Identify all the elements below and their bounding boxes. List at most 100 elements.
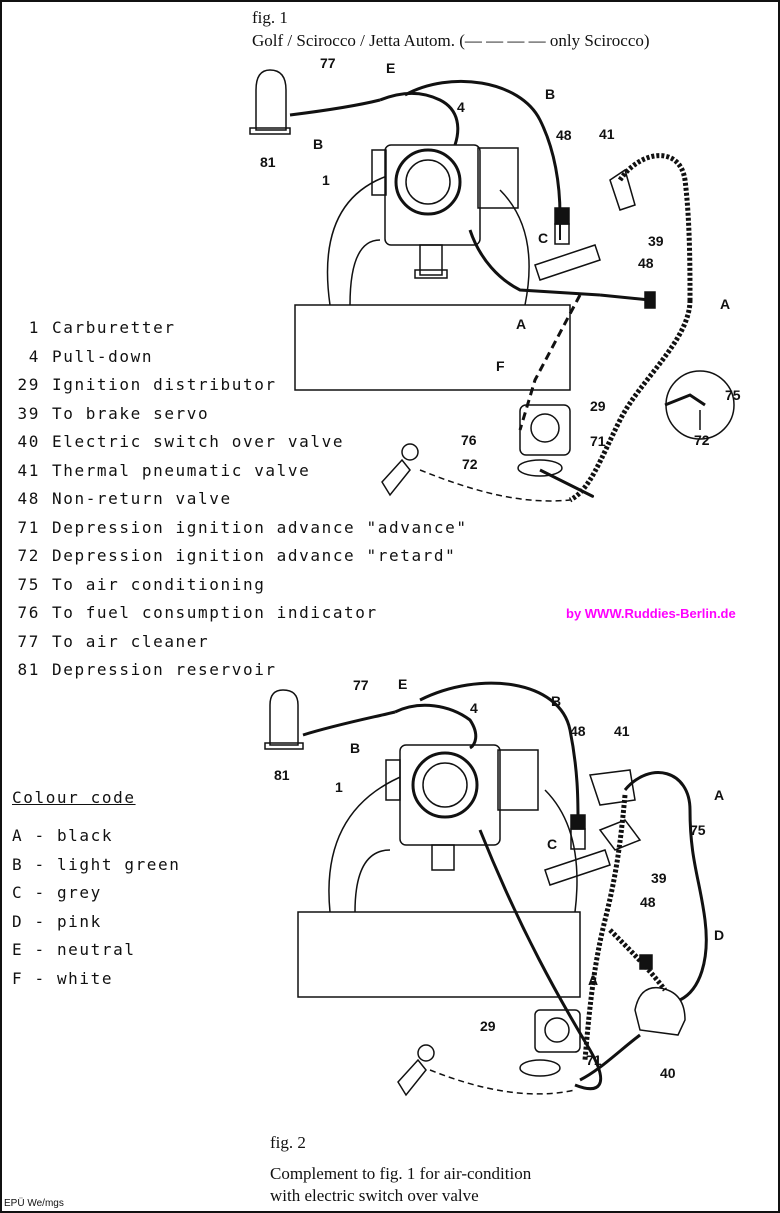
fig2-callout-B2: B: [350, 740, 361, 756]
legend-number: 1: [28, 318, 40, 337]
colour-code-key: A: [12, 826, 24, 845]
legend-text: Non-return valve: [52, 489, 232, 508]
legend-number: 72: [17, 546, 40, 565]
colour-code-text: grey: [56, 883, 102, 902]
fig2-callout-B1: B: [551, 693, 562, 709]
fig1-callout-4: 4: [457, 99, 465, 115]
legend-number: 39: [17, 403, 40, 423]
colour-code-key: F: [12, 968, 24, 988]
colour-code-separator: -: [23, 826, 57, 845]
colour-code-text: pink: [56, 911, 102, 931]
fig2-callout-41: 41: [614, 723, 630, 739]
legend-text: To air conditioning: [52, 574, 266, 594]
legend-number: 29: [17, 375, 40, 394]
legend-text: Depression ignition advance "advance": [52, 517, 468, 537]
fig1-callout-48: 48: [556, 127, 572, 143]
legend-text: To fuel consumption indicator: [52, 603, 378, 622]
fig1-callout-71: 71: [590, 433, 606, 449]
fig2-callout-D: D: [714, 927, 725, 943]
legend-number: 75: [17, 574, 40, 594]
fig1-callout-C: C: [538, 230, 549, 246]
fig2-caption-line2: with electric switch over valve: [270, 1186, 479, 1205]
fig1-label: fig. 1: [252, 8, 288, 27]
colour-code-key: B: [12, 854, 24, 874]
legend-text: Pull-down: [52, 346, 154, 366]
fig2-callout-71: 71: [586, 1052, 602, 1068]
colour-code-separator: -: [23, 854, 57, 874]
legend-item: 41 Thermal pneumatic valve: [12, 461, 310, 480]
fig2-callout-81: 81: [274, 767, 290, 783]
legend-number: 40: [17, 432, 40, 451]
footer-ref: EPÜ We/mgs: [4, 1198, 64, 1209]
fig1-callout-81: 81: [260, 154, 276, 170]
legend-text: To air cleaner: [52, 631, 210, 651]
colour-code-item: B - light green: [12, 855, 181, 874]
legend-number: 4: [28, 346, 40, 366]
fig1-callout-A2: A: [720, 296, 731, 312]
legend-item: 72 Depression ignition advance "retard": [12, 546, 456, 565]
colour-code-item: C - grey: [12, 883, 102, 902]
colour-code-item: E - neutral: [12, 940, 136, 959]
fig2-callout-A1: A: [714, 787, 725, 803]
colour-code-key: E: [12, 940, 24, 959]
colour-code-separator: -: [23, 968, 57, 988]
legend-item: 71 Depression ignition advance "advance": [12, 518, 468, 537]
legend-item: 1 Carburetter: [12, 318, 176, 337]
legend-item: 29 Ignition distributor: [12, 375, 277, 394]
colour-code-text: light green: [56, 854, 181, 874]
fig1-callout-29: 29: [590, 398, 606, 414]
legend-item: 75 To air conditioning: [12, 575, 265, 594]
fig1-callout-77: 77: [320, 55, 336, 71]
legend-text: Carburetter: [52, 318, 176, 337]
legend-number: 77: [17, 631, 40, 651]
legend-text: Electric switch over valve: [52, 432, 345, 451]
colour-code-item: D - pink: [12, 912, 102, 931]
colour-code-text: white: [56, 968, 114, 988]
fig2-callout-E: E: [398, 676, 408, 692]
fig2-callout-48b: 48: [640, 894, 656, 910]
colour-code-title: Colour code: [12, 788, 136, 807]
fig1-callout-76: 76: [461, 432, 477, 448]
fig2-caption-line1: Complement to fig. 1 for air-condition: [270, 1164, 532, 1183]
fig2-callout-1: 1: [335, 779, 343, 795]
fig1-callout-72: 72: [462, 456, 478, 472]
legend-item: 40 Electric switch over valve: [12, 432, 344, 451]
legend-item: 77 To air cleaner: [12, 632, 209, 651]
legend-text: Ignition distributor: [52, 375, 277, 394]
fig1-callout-B2: B: [313, 136, 324, 152]
fig2-callout-48: 48: [570, 723, 586, 739]
fig1-callout-F: F: [496, 358, 505, 374]
fig1-callout-1: 1: [322, 172, 330, 188]
legend-text: Depression ignition advance "retard": [52, 546, 457, 565]
fig1-callout-48b: 48: [638, 255, 654, 271]
legend-number: 71: [17, 517, 40, 537]
fig2-callout-29: 29: [480, 1018, 496, 1034]
fig1-callout-41: 41: [599, 126, 615, 142]
colour-code-key: C: [12, 883, 24, 902]
colour-code-separator: -: [23, 883, 57, 902]
fig1-callout-72b: 72: [694, 432, 710, 448]
colour-code-text: black: [56, 826, 114, 845]
legend-text: Thermal pneumatic valve: [52, 460, 311, 480]
fig2-callout-4: 4: [470, 700, 478, 716]
colour-code-item: F - white: [12, 969, 113, 988]
fig2-callout-77: 77: [353, 677, 369, 693]
legend-number: 48: [17, 489, 40, 508]
legend-number: 76: [17, 603, 40, 622]
legend-item: 76 To fuel consumption indicator: [12, 603, 378, 622]
fig1-subtitle: Golf / Scirocco / Jetta Autom. (— — — — …: [252, 31, 650, 50]
fig2-label: fig. 2: [270, 1133, 306, 1152]
colour-code-text: neutral: [56, 940, 136, 959]
colour-code-separator: -: [23, 911, 57, 931]
fig2-callout-A2: A: [588, 972, 599, 988]
legend-text: Depression reservoir: [52, 660, 277, 679]
fig1-callout-A1: A: [516, 316, 527, 332]
fig1-callout-E: E: [386, 60, 396, 76]
credit-link[interactable]: by WWW.Ruddies-Berlin.de: [566, 606, 736, 621]
fig2-callout-C: C: [547, 836, 558, 852]
fig2-callout-40: 40: [660, 1065, 676, 1081]
legend-number: 41: [17, 460, 40, 480]
